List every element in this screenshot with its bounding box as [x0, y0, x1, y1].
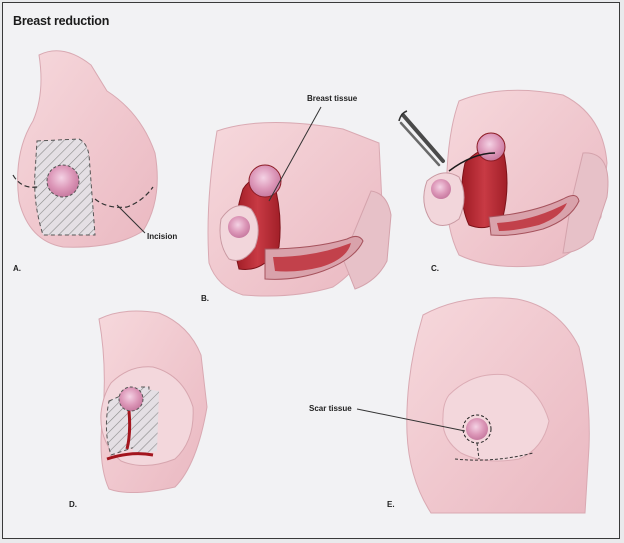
- panel-c-areola-top: [476, 132, 506, 162]
- panel-a-callout-leader: [116, 204, 146, 234]
- panel-d: D.: [69, 310, 208, 509]
- panel-d-areola: [118, 386, 144, 412]
- panel-a-incision-line: [12, 174, 154, 208]
- panel-e-callout: Scar tissue: [309, 404, 352, 413]
- panel-e-scar-line: [454, 442, 534, 461]
- panel-d-vertical-incision: [125, 410, 132, 450]
- panel-a-areola: [46, 164, 80, 198]
- panel-e: Scar tissue E.: [309, 297, 590, 514]
- panel-b-callout-leader: [268, 106, 322, 202]
- panel-b-areola-top: [248, 164, 282, 198]
- panel-b-lower-tissue: [273, 243, 351, 272]
- panel-c-shoulder: [562, 152, 609, 254]
- panel-a-letter: A.: [13, 264, 21, 273]
- panel-c: C.: [398, 89, 609, 273]
- illustration-frame: Breast reduction: [2, 2, 620, 539]
- panel-b-callout: Breast tissue: [307, 94, 358, 103]
- panel-c-lower-tissue: [497, 203, 567, 231]
- panel-c-suture-thread: [448, 152, 496, 172]
- panel-b-areola: [228, 216, 250, 238]
- panel-e-letter: E.: [387, 500, 395, 509]
- panel-e-areola: [466, 418, 488, 440]
- panel-b-shoulder: [342, 190, 392, 290]
- panel-c-areola: [431, 179, 451, 199]
- breast-reduction-illustration: Incision A. Breast tissue B.: [12, 50, 609, 514]
- figure-title: Breast reduction: [13, 14, 110, 28]
- panel-b: Breast tissue B.: [201, 94, 392, 303]
- panel-a-callout: Incision: [147, 232, 177, 241]
- panel-d-lower-incision: [106, 452, 154, 461]
- panel-b-letter: B.: [201, 294, 209, 303]
- panel-d-letter: D.: [69, 500, 77, 509]
- forceps-icon: [398, 110, 445, 167]
- panel-a: Incision A.: [12, 50, 177, 273]
- panel-e-callout-leader: [356, 408, 466, 432]
- panel-e-breast: [442, 373, 550, 462]
- panel-c-letter: C.: [431, 264, 439, 273]
